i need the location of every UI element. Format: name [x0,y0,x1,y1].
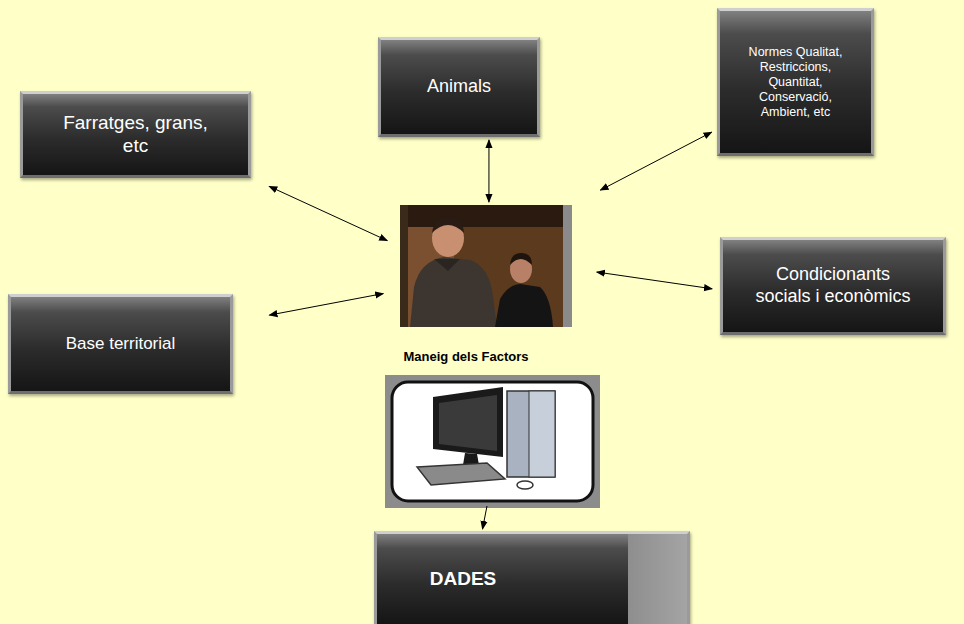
condition-box: Condicionants socials i econòmics [720,237,946,335]
box-label: Farratges, grans, etc [63,112,208,158]
computer-icon [385,375,600,508]
box-label: Condicionants socials i econòmics [751,264,915,307]
box-label: DADES [430,568,497,591]
double-arrow [488,140,489,202]
manager-photo: Maneig dels Factors [400,205,572,327]
input-box: Farratges, grans, etc [20,91,251,178]
double-arrow [600,132,711,190]
input-box: Animals [378,37,540,137]
box-label: Animals [427,76,491,98]
double-arrow [597,272,712,289]
box-label: Normes Qualitat, Restriccions, Quantitat… [734,45,857,120]
box-label: Base territorial [66,334,176,354]
double-arrow [269,186,387,240]
computer-arrow [483,506,488,529]
input-box: Base territorial [8,294,233,394]
double-arrow [269,294,383,316]
constraint-box: Normes Qualitat, Restriccions, Quantitat… [717,8,874,156]
output-box: DADES [374,531,690,624]
photo-caption: Maneig dels Factors [380,349,552,365]
people-photo [400,205,572,327]
